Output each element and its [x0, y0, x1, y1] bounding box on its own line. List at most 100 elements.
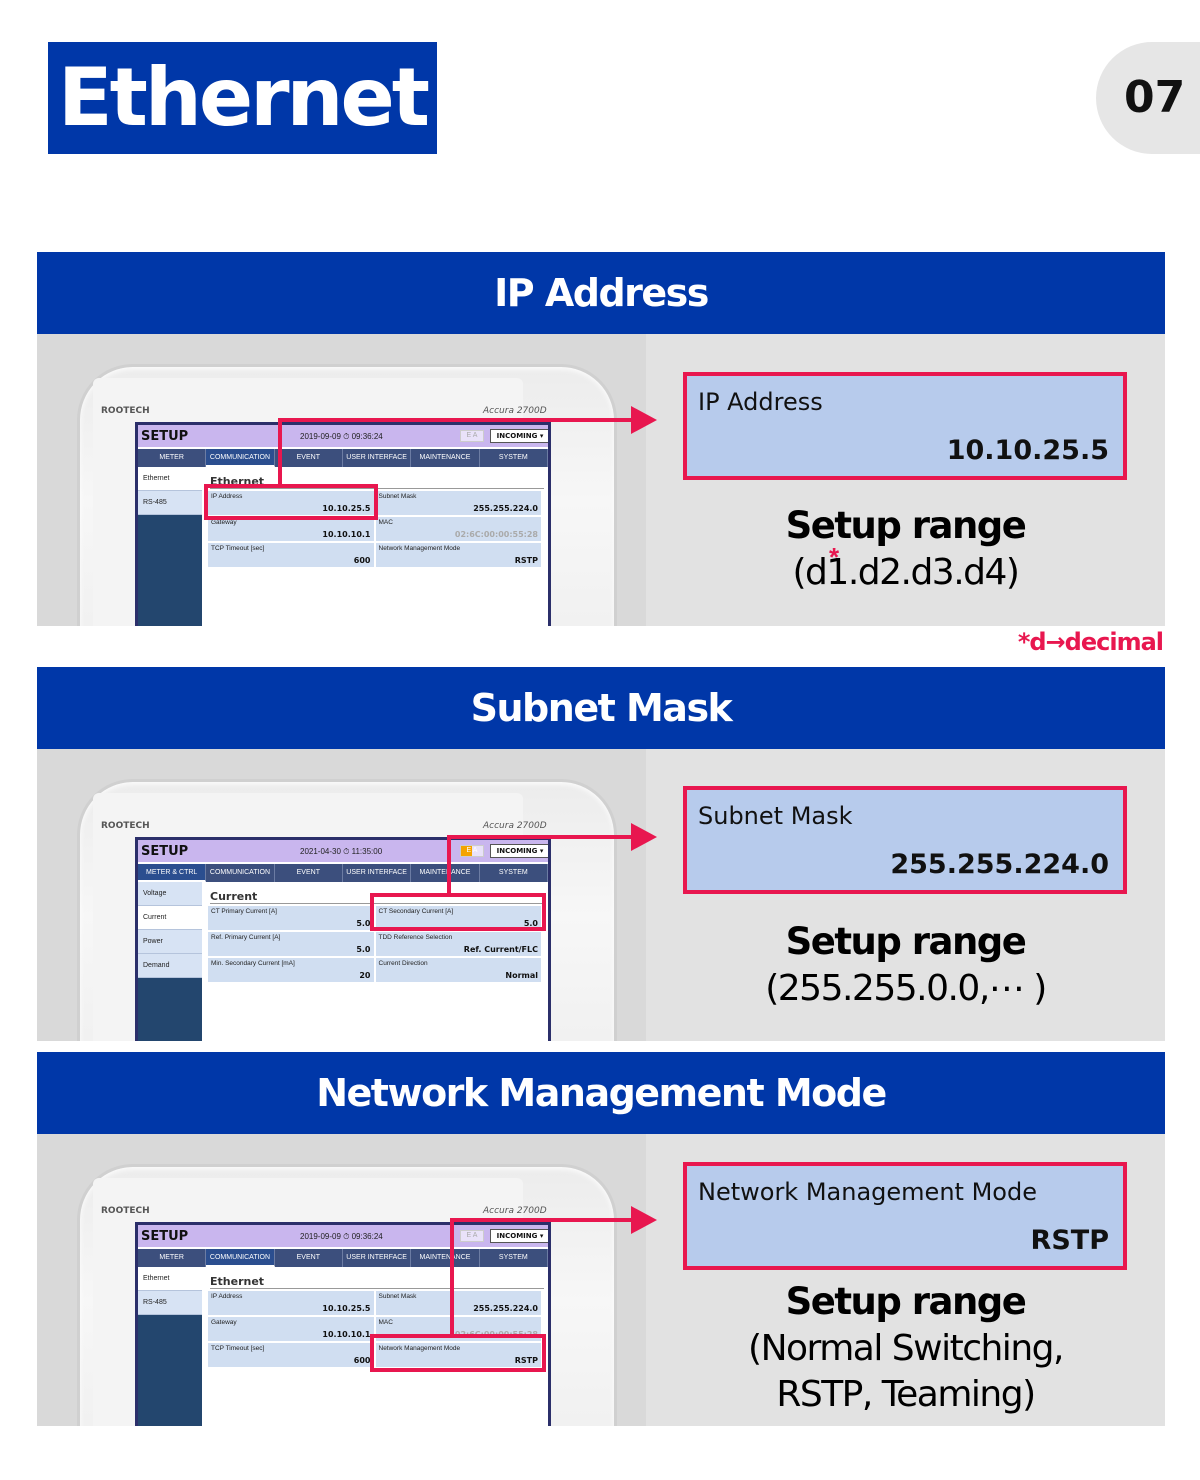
- decimal-footnote: *d→decimal: [1017, 628, 1164, 656]
- setup-range-title: Setup range: [785, 504, 1027, 547]
- event-alarm-indicator: E A: [460, 430, 484, 442]
- tab-maintenance[interactable]: MAINTENANCE: [411, 449, 480, 467]
- sidebar-item-demand[interactable]: Demand: [138, 954, 202, 978]
- setting-label: MAC: [378, 519, 393, 526]
- tab-meter-ctrl[interactable]: METER & CTRL: [138, 864, 207, 882]
- setting-label: TCP Timeout [sec]: [211, 1345, 265, 1352]
- callout-network-management-mode: Network Management Mode RSTP: [683, 1162, 1127, 1270]
- setting-tcp-timeout[interactable]: TCP Timeout [sec]600: [208, 543, 374, 567]
- screen-tabs: METER COMMUNICATION EVENT USER INTERFACE…: [138, 1249, 548, 1267]
- tab-system[interactable]: SYSTEM: [480, 1249, 548, 1267]
- setting-ct-secondary-current[interactable]: CT Secondary Current [A] 5.0: [375, 906, 541, 930]
- setting-value: RSTP: [514, 556, 538, 565]
- screen-sidebar: Voltage Current Power Demand: [138, 882, 202, 1041]
- setting-ip-address[interactable]: IP Address 10.10.25.5: [208, 491, 374, 515]
- sidebar-item-ethernet[interactable]: Ethernet: [138, 467, 202, 491]
- highlight-box: [204, 484, 378, 520]
- connector-line: [278, 418, 632, 422]
- setting-ref-primary-current[interactable]: Ref. Primary Current [A] 5.0: [208, 932, 374, 956]
- connector-line: [450, 1218, 632, 1222]
- arrow-head-icon: [631, 823, 657, 851]
- event-alarm-indicator: E A: [460, 845, 484, 857]
- arrow-head-icon: [631, 1206, 657, 1234]
- setting-tcp-timeout[interactable]: TCP Timeout [sec] 600: [208, 1343, 374, 1367]
- tab-event[interactable]: EVENT: [275, 1249, 343, 1267]
- setting-label: Ref. Primary Current [A]: [211, 934, 281, 941]
- incoming-dropdown[interactable]: INCOMING ▾: [490, 1229, 548, 1243]
- sidebar-item-power[interactable]: Power: [138, 930, 202, 954]
- tab-communication[interactable]: COMMUNICATION: [206, 864, 275, 882]
- connector-line: [450, 1218, 454, 1336]
- callout-label: IP Address: [698, 388, 823, 416]
- section-header-network-management-mode: Network Management Mode: [37, 1052, 1165, 1134]
- setting-label: IP Address: [211, 493, 243, 500]
- divider: [210, 903, 544, 904]
- tab-maintenance[interactable]: MAINTENANCE: [411, 864, 480, 882]
- setting-label: Gateway: [211, 519, 237, 526]
- setting-label: CT Secondary Current [A]: [378, 908, 454, 915]
- screen-header-bar: [138, 840, 548, 862]
- tab-communication[interactable]: COMMUNICATION: [206, 449, 275, 467]
- setting-value: 600: [353, 1356, 371, 1365]
- setup-range-value: (d1.d2.d3.d4): [792, 552, 1020, 593]
- page-number: 07: [1096, 42, 1200, 154]
- sidebar-item-ethernet[interactable]: Ethernet: [138, 1267, 202, 1291]
- setting-value: 5.0: [356, 945, 371, 954]
- setting-label: Min. Secondary Current [mA]: [211, 960, 295, 967]
- tab-event[interactable]: EVENT: [275, 864, 343, 882]
- setting-value: 5.0: [523, 919, 538, 928]
- event-alarm-indicator: E A: [460, 1230, 484, 1242]
- incoming-dropdown[interactable]: INCOMING ▾: [490, 844, 548, 858]
- tab-user-interface[interactable]: USER INTERFACE: [343, 864, 412, 882]
- device-screen: SETUP 2019-09-09 ⏱ 09:36:24 E A INCOMING…: [135, 1222, 551, 1426]
- sidebar-item-rs485[interactable]: RS-485: [138, 491, 202, 515]
- incoming-dropdown[interactable]: INCOMING ▾: [490, 429, 548, 443]
- callout-value: 255.255.224.0: [890, 849, 1109, 880]
- setting-ct-primary-current[interactable]: CT Primary Current [A]5.0: [208, 906, 374, 930]
- setting-value: 10.10.10.1: [322, 1330, 371, 1339]
- sidebar-item-voltage[interactable]: Voltage: [138, 882, 202, 906]
- tab-meter[interactable]: METER: [138, 449, 207, 467]
- setup-range-ip-address: Setup range (d1.d2.d3.d4): [646, 502, 1165, 596]
- setup-range-value: (Normal Switching,: [748, 1328, 1064, 1369]
- tab-user-interface[interactable]: USER INTERFACE: [343, 449, 412, 467]
- screen-main-title: Ethernet: [210, 1275, 265, 1288]
- setting-label: Network Management Mode: [378, 1345, 461, 1352]
- tab-meter[interactable]: METER: [138, 1249, 207, 1267]
- sidebar-item-current[interactable]: Current: [138, 906, 202, 930]
- device-brand: ROOTECH: [101, 821, 150, 831]
- setting-label: TDD Reference Selection: [378, 934, 453, 941]
- sidebar-item-rs485[interactable]: RS-485: [138, 1291, 202, 1315]
- setup-range-title: Setup range: [785, 920, 1027, 963]
- tab-communication[interactable]: COMMUNICATION: [206, 1249, 275, 1267]
- device-model: Accura 2700D: [483, 821, 547, 831]
- tab-system[interactable]: SYSTEM: [480, 449, 548, 467]
- setting-value: 20: [359, 971, 371, 980]
- setting-label: Subnet Mask: [378, 1293, 417, 1300]
- page-title: Ethernet: [48, 42, 437, 154]
- setting-label: TCP Timeout [sec]: [211, 545, 265, 552]
- connector-line: [278, 418, 282, 486]
- section-header-subnet-mask: Subnet Mask: [37, 667, 1165, 749]
- screen-title: SETUP: [141, 844, 189, 859]
- setting-value: 5.0: [356, 919, 371, 928]
- tab-event[interactable]: EVENT: [275, 449, 343, 467]
- decimal-asterisk: *: [829, 542, 840, 572]
- tab-user-interface[interactable]: USER INTERFACE: [343, 1249, 412, 1267]
- tab-maintenance[interactable]: MAINTENANCE: [411, 1249, 480, 1267]
- tab-system[interactable]: SYSTEM: [480, 864, 548, 882]
- screen-header-bar: [138, 1225, 548, 1247]
- setting-label: IP Address: [211, 1293, 243, 1300]
- setting-min-secondary-current[interactable]: Min. Secondary Current [mA] 20: [208, 958, 374, 982]
- setting-value: 10.10.25.5: [322, 504, 371, 513]
